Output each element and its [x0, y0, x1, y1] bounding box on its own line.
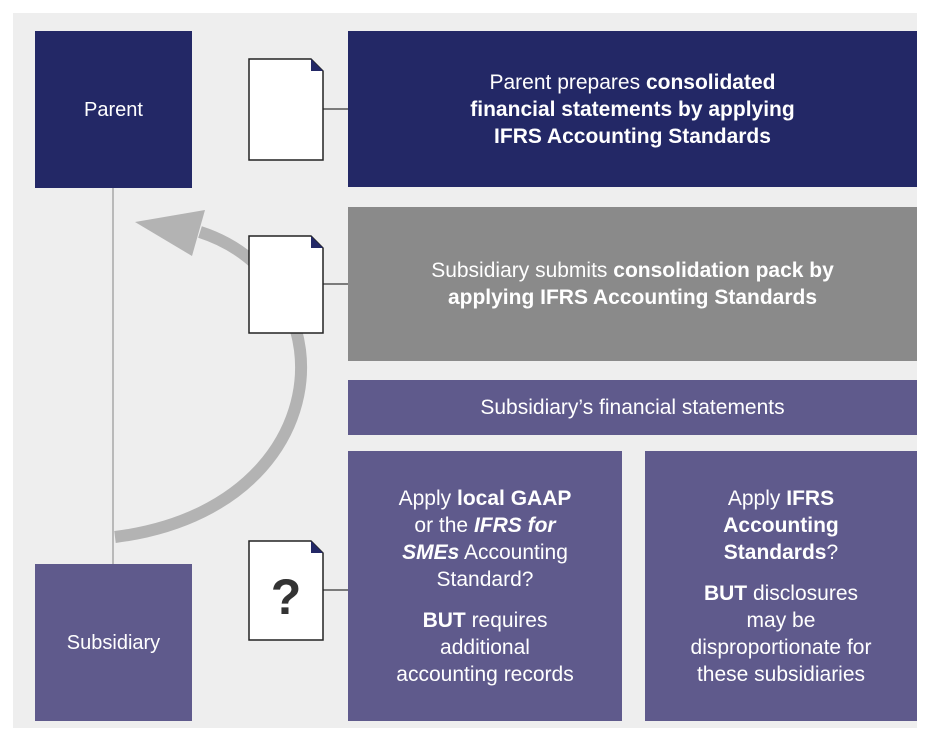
- question-mark: ?: [271, 569, 302, 625]
- option-text: disclosures: [747, 581, 859, 605]
- option-bold: Accounting: [723, 513, 839, 537]
- option-text: Apply: [398, 486, 457, 510]
- option-text: ?: [826, 540, 839, 564]
- parent-statement-box: Parent prepares consolidated financial s…: [348, 31, 917, 187]
- option-text: or the: [414, 513, 474, 537]
- option-bold: BUT: [422, 608, 466, 632]
- option-ifrs-box: Apply IFRS Accounting Standards? BUT dis…: [645, 451, 917, 721]
- option-text: Apply: [727, 486, 787, 510]
- option-text: accounting records: [396, 662, 574, 686]
- subsidiary-fs-box: Subsidiary’s financial statements: [348, 380, 917, 435]
- option-text: these subsidiaries: [696, 662, 866, 686]
- parent-box: Parent: [35, 31, 192, 188]
- option-bold: Standards: [723, 540, 827, 564]
- consolidation-pack-bold: applying IFRS Accounting Standards: [447, 286, 818, 309]
- option-bold-italic: SMEs: [402, 540, 460, 564]
- parent-statement-bold: financial statements by applying: [470, 97, 795, 121]
- parent-statement-bold: IFRS Accounting Standards: [494, 124, 771, 148]
- subsidiary-fs-label: Subsidiary’s financial statements: [480, 396, 785, 419]
- option-text: disproportionate for: [690, 635, 872, 659]
- parent-statement-bold: consolidated: [645, 70, 776, 94]
- option-bold: BUT: [703, 581, 748, 605]
- parent-label: Parent: [84, 98, 143, 121]
- parent-statement-text: Parent prepares: [489, 70, 646, 94]
- question-document-icon: ?: [248, 540, 324, 641]
- option-text: additional: [440, 635, 530, 659]
- subsidiary-label: Subsidiary: [66, 631, 161, 654]
- option-local-gaap-box: Apply local GAAP or the IFRS for SMEs Ac…: [348, 451, 622, 721]
- document-icon: [248, 235, 324, 334]
- document-icon: [248, 58, 324, 161]
- option-text: may be: [746, 608, 816, 632]
- consolidation-pack-bold: consolidation pack by: [613, 259, 834, 282]
- option-bold: IFRS: [786, 486, 835, 510]
- subsidiary-box: Subsidiary: [35, 564, 192, 721]
- option-text: Standard?: [436, 567, 534, 591]
- option-bold: local GAAP: [457, 486, 572, 510]
- consolidation-pack-text: Subsidiary submits: [431, 259, 614, 282]
- consolidation-pack-box: Subsidiary submits consolidation pack by…: [348, 207, 917, 361]
- option-text: requires: [465, 608, 548, 632]
- option-text: Accounting: [459, 540, 568, 564]
- option-bold-italic: IFRS for: [473, 513, 556, 537]
